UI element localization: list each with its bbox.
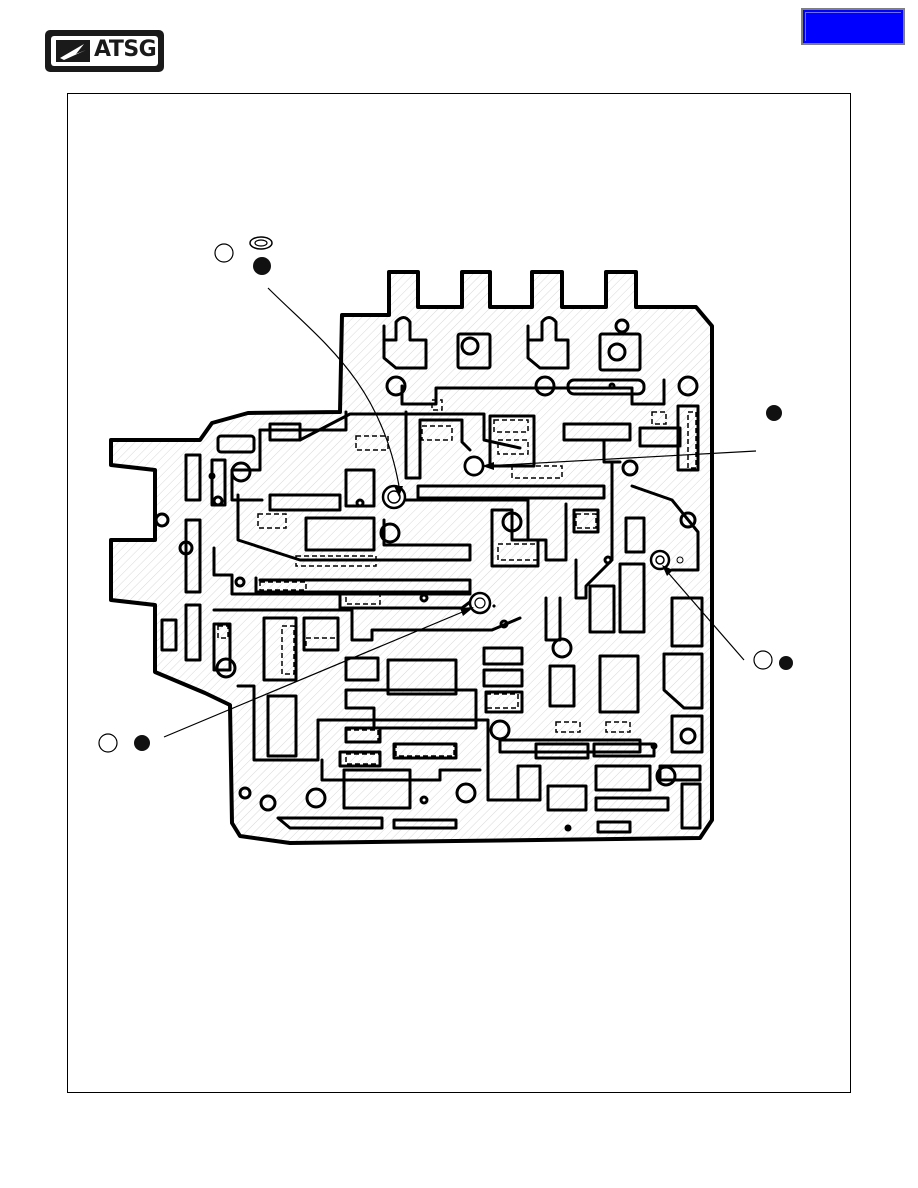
diagram-frame xyxy=(67,93,851,1093)
open-circle-icon xyxy=(214,243,234,263)
atsg-bird-icon xyxy=(56,40,90,62)
passage-hole-location xyxy=(463,455,485,477)
leader-line xyxy=(267,287,400,487)
atsg-logo: ATSG xyxy=(45,30,164,72)
dashed-pockets xyxy=(217,399,697,765)
leader-line xyxy=(163,607,473,738)
open-circle-icon xyxy=(98,733,118,753)
leader-line xyxy=(483,450,757,467)
filled-circle-icon xyxy=(134,735,150,751)
nav-button[interactable] xyxy=(801,8,905,45)
arrowhead-icon xyxy=(394,486,403,497)
arrowhead-icon xyxy=(460,607,474,616)
arrowhead-icon xyxy=(482,462,494,470)
leader-line xyxy=(663,567,745,661)
callout-checkball-lower-left xyxy=(98,607,474,753)
logo-text: ATSG xyxy=(94,37,157,62)
callout-passage-hole xyxy=(482,405,782,470)
arrowhead-icon xyxy=(662,565,673,576)
callout-seal-and-checkball xyxy=(214,236,403,497)
fluid-passages xyxy=(160,316,704,834)
filled-circle-icon xyxy=(253,257,271,275)
valve-body-plate xyxy=(109,270,714,845)
callout-checkball-right xyxy=(662,565,793,670)
checkball-right-location xyxy=(649,549,684,571)
filled-circle-icon xyxy=(766,405,782,421)
open-circle-icon xyxy=(753,650,773,670)
checkball-lower-left-location xyxy=(468,591,496,615)
filled-circle-icon xyxy=(779,656,793,670)
